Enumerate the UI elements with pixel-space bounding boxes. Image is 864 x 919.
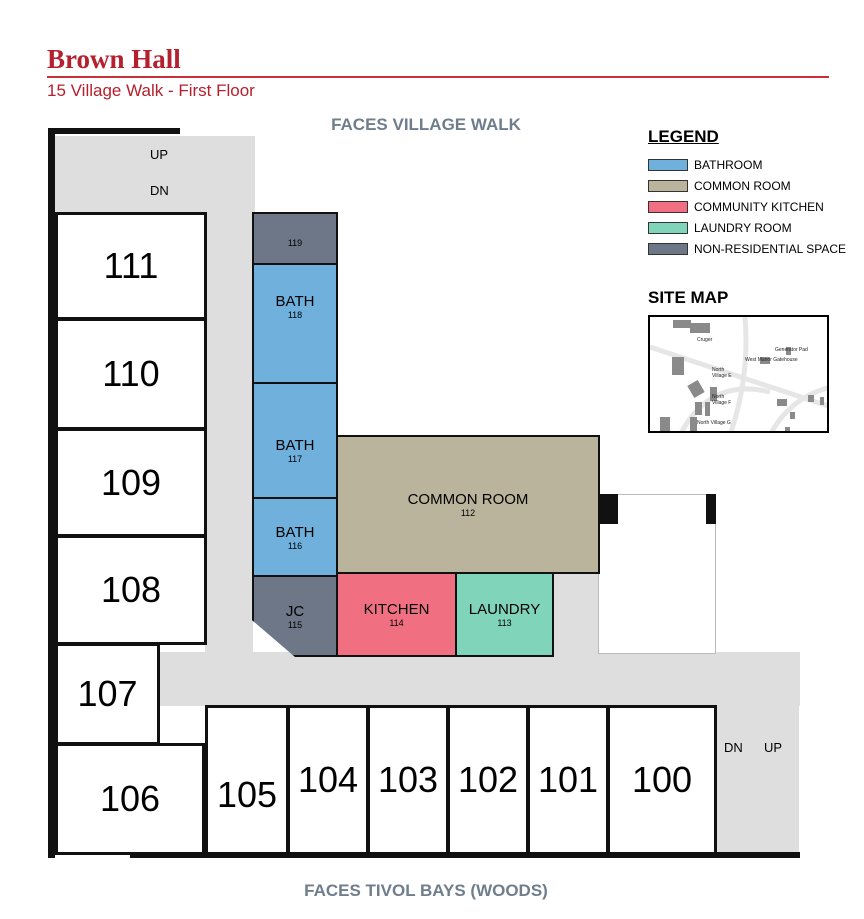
legend-swatch (648, 201, 688, 213)
legend-swatch (648, 180, 688, 192)
stair-up-label-east: UP (764, 740, 783, 755)
exterior-wall-south (130, 852, 800, 858)
space-number: 115 (287, 619, 303, 630)
room-102[interactable]: 102 (447, 705, 529, 855)
space-name: BATH (275, 437, 315, 454)
site-map-title: SITE MAP (648, 288, 729, 307)
wall-block (598, 494, 618, 524)
legend-item-kitchen: COMMUNITY KITCHEN (648, 200, 824, 214)
room-109[interactable]: 109 (55, 428, 207, 537)
site-map-roads (650, 317, 827, 431)
legend-item-common-room: COMMON ROOM (648, 179, 791, 193)
site-map-label: Generator Pad (775, 347, 808, 353)
legend-label: BATHROOM (694, 158, 763, 172)
stair-down-label-east: DN (724, 740, 743, 755)
room-111[interactable]: 111 (55, 212, 207, 320)
stair-up-label: UP (150, 147, 169, 162)
legend-label: COMMUNITY KITCHEN (694, 200, 824, 214)
room-108[interactable]: 108 (55, 535, 207, 645)
orientation-bottom: FACES TIVOL BAYS (WOODS) (304, 881, 548, 900)
floor-subtitle: 15 Village Walk - First Floor (47, 81, 255, 100)
site-map-label: Cruger (697, 337, 713, 343)
site-map-label: North Village G (697, 420, 731, 426)
space-number: 116 (287, 540, 303, 551)
corridor-lobby (552, 572, 602, 654)
legend-swatch (648, 243, 688, 255)
legend-label: COMMON ROOM (694, 179, 791, 193)
legend-swatch (648, 159, 688, 171)
stair-down-label: DN (150, 183, 169, 198)
space-name: BATH (275, 293, 315, 310)
space-number: 114 (389, 618, 404, 628)
space-number: 119 (287, 237, 303, 248)
legend-item-laundry: LAUNDRY ROOM (648, 221, 792, 235)
space-119: 119 (252, 212, 338, 265)
room-100[interactable]: 100 (607, 705, 717, 855)
room-106[interactable]: 106 (55, 743, 205, 855)
site-map-label: West Manor Gatehouse (745, 357, 798, 363)
room-110[interactable]: 110 (55, 318, 207, 430)
room-107[interactable]: 107 (55, 643, 160, 745)
legend-title: LEGEND (648, 127, 719, 146)
legend-item-non-residential: NON-RESIDENTIAL SPACE (648, 242, 846, 256)
site-map-label: North Village F (712, 394, 732, 406)
space-number: 113 (497, 618, 512, 628)
wall-block (706, 494, 716, 524)
legend-item-bathroom: BATHROOM (648, 158, 762, 172)
legend-label: NON-RESIDENTIAL SPACE (694, 242, 847, 256)
space-name: JC (285, 602, 305, 620)
title-divider (47, 76, 829, 78)
exterior-wall-west (48, 128, 55, 858)
site-map-label: North Village E (712, 367, 732, 379)
space-number: 118 (287, 310, 303, 320)
corridor-horizontal (160, 652, 800, 706)
legend-swatch (648, 222, 688, 234)
space-name: KITCHEN (363, 601, 430, 618)
stairwell-east (715, 705, 799, 855)
space-name: BATH (275, 523, 315, 541)
exterior-wall-north (48, 128, 180, 134)
orientation-top: FACES VILLAGE WALK (331, 115, 521, 134)
site-map[interactable]: Cruger Generator Pad West Manor Gatehous… (648, 315, 829, 433)
building-title: Brown Hall (47, 44, 181, 74)
legend-label: LAUNDRY ROOM (694, 221, 792, 235)
room-105[interactable]: 105 (205, 705, 289, 855)
space-name: COMMON ROOM (407, 491, 529, 508)
room-104[interactable]: 104 (287, 705, 369, 855)
space-name: LAUNDRY (468, 601, 541, 618)
room-101[interactable]: 101 (527, 705, 609, 855)
space-number: 117 (287, 454, 303, 464)
space-number: 112 (460, 508, 476, 518)
room-103[interactable]: 103 (367, 705, 449, 855)
corridor-vertical (205, 136, 253, 706)
